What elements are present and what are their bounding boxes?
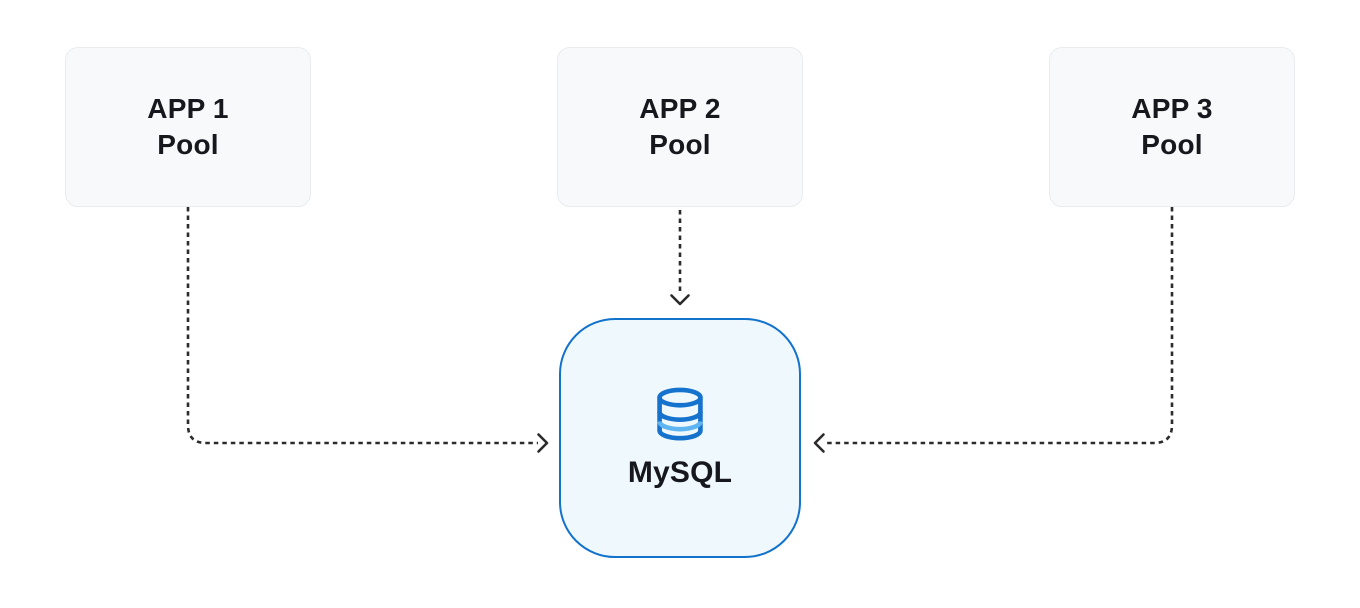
node-app1-label-line2: Pool — [157, 129, 219, 160]
node-app1-label-line1: APP 1 — [147, 93, 229, 124]
node-mysql-label: MySQL — [627, 456, 733, 489]
node-app3-label-line1: APP 3 — [1131, 93, 1213, 124]
node-app2-label-line1: APP 2 — [639, 93, 721, 124]
node-app3-pool: APP 3 Pool — [1049, 47, 1295, 207]
arrow-app3-to-mysql — [813, 207, 1174, 453]
database-icon — [652, 386, 708, 444]
node-app2-pool: APP 2 Pool — [557, 47, 803, 207]
arrow-app1-to-mysql — [186, 207, 549, 453]
arrow-app2-to-mysql — [670, 210, 690, 306]
node-mysql: MySQL — [559, 318, 801, 558]
node-app1-pool: APP 1 Pool — [65, 47, 311, 207]
node-app2-label-line2: Pool — [649, 129, 711, 160]
node-app3-label-line2: Pool — [1141, 129, 1203, 160]
